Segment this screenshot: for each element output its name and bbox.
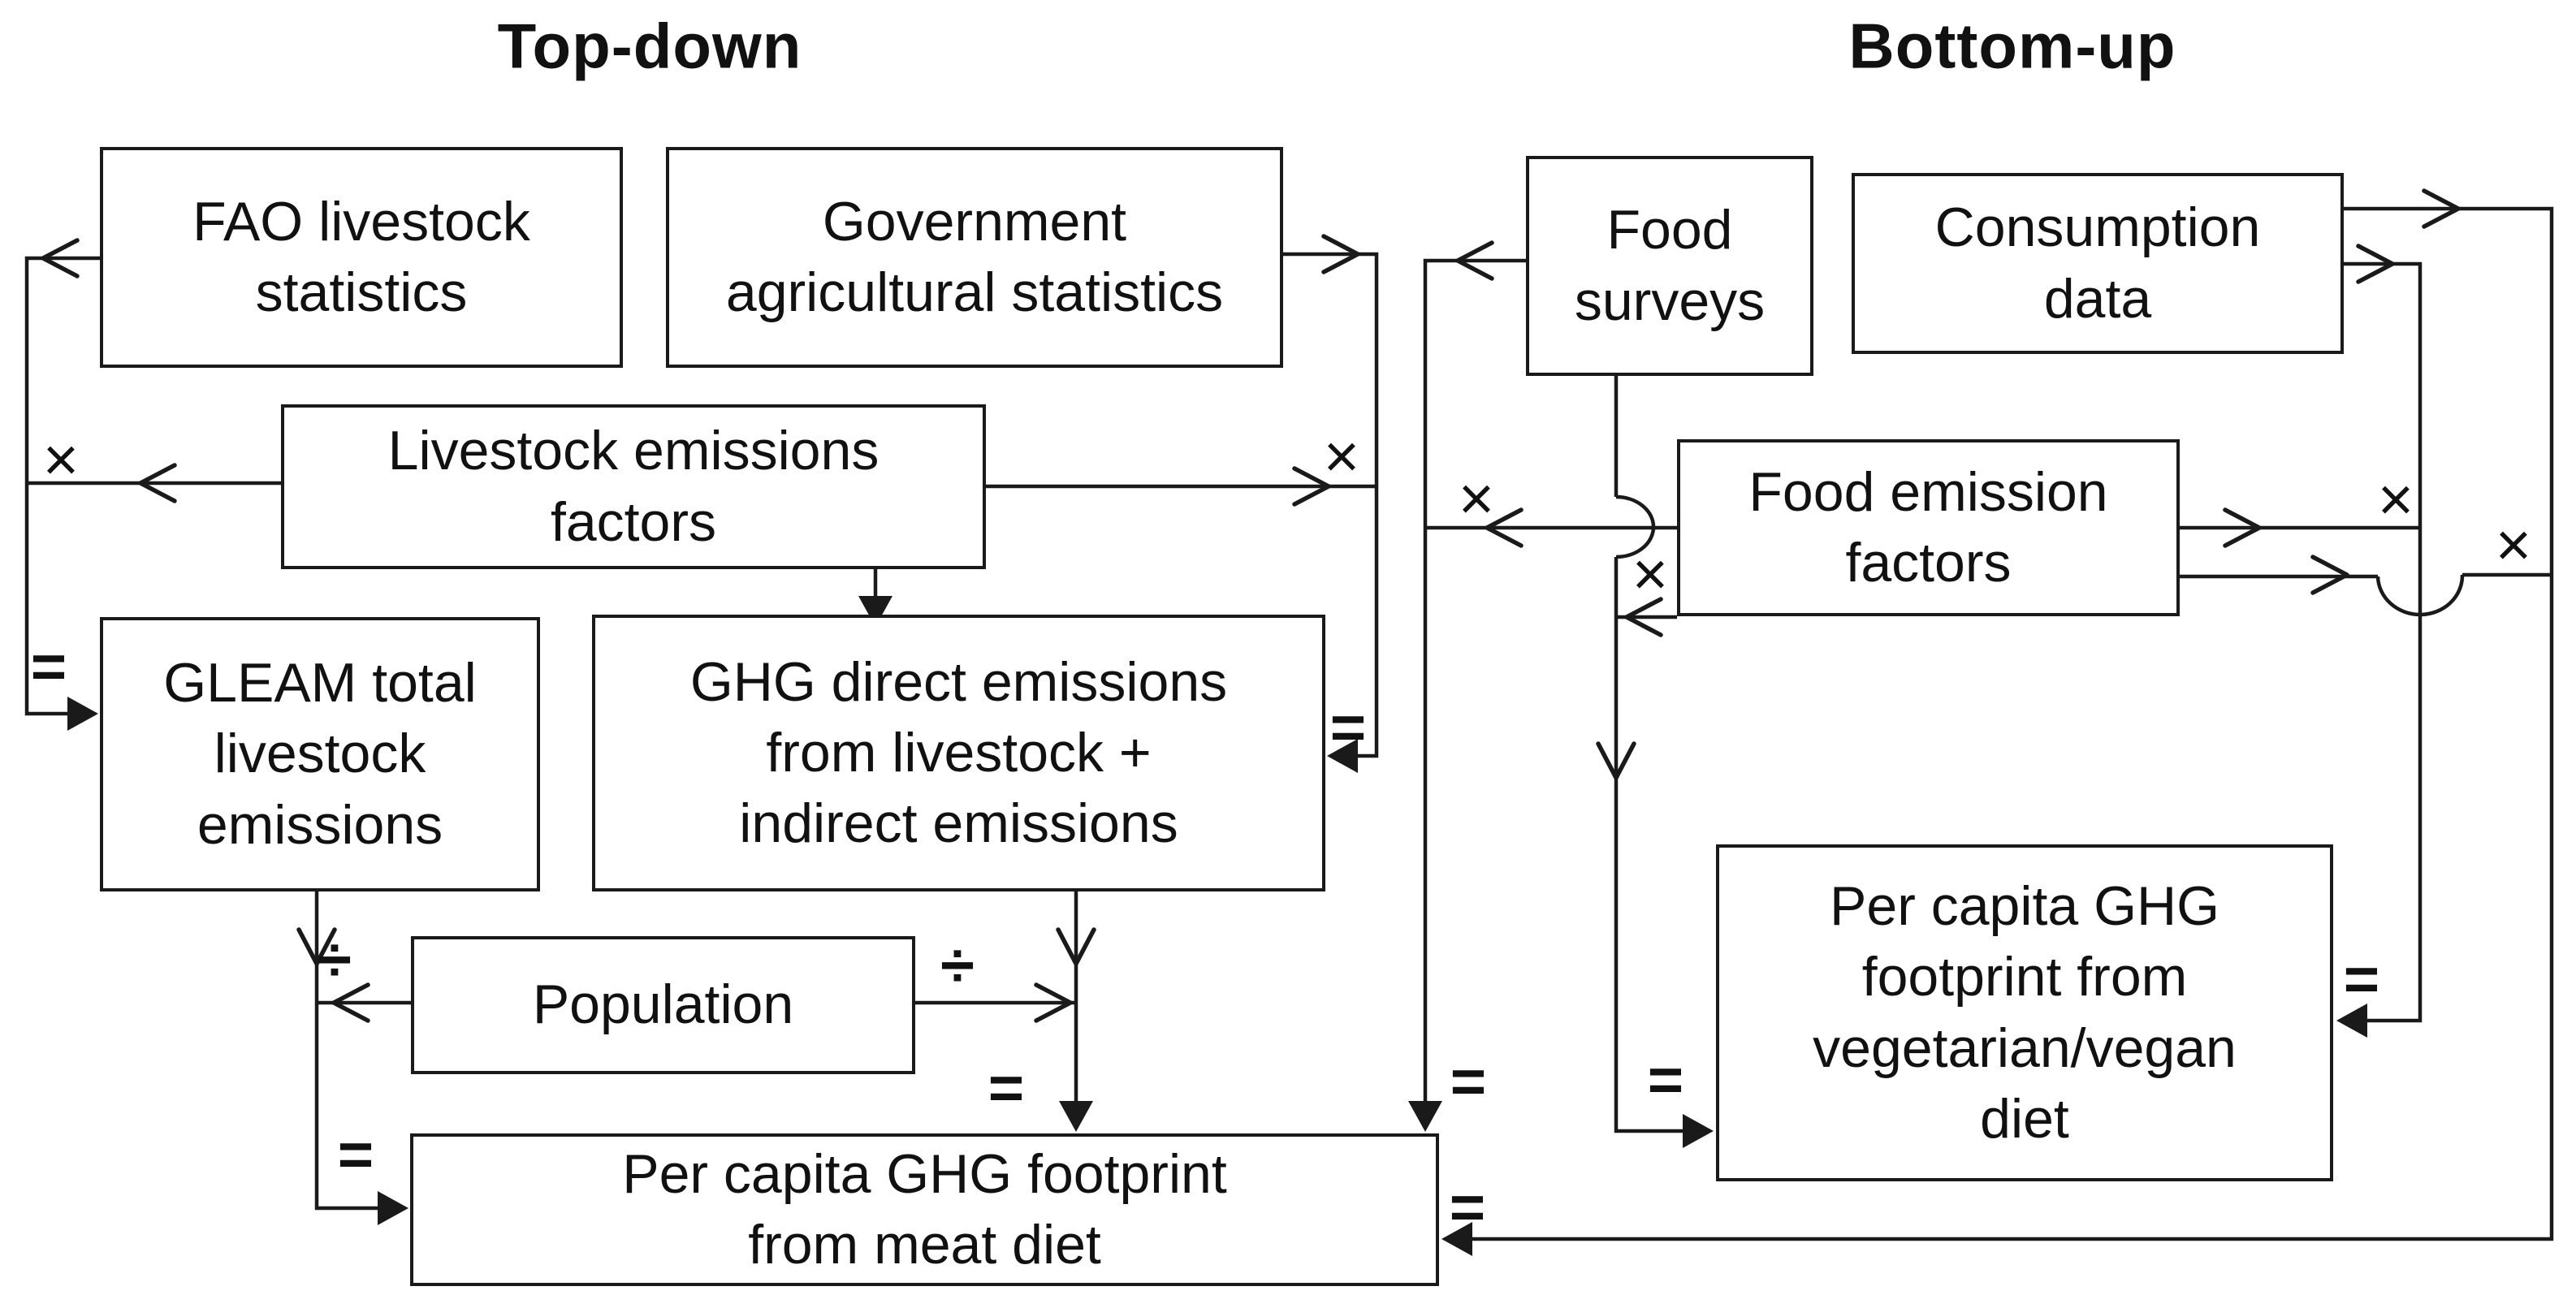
title-top-down: Top-down — [497, 10, 802, 82]
node-livestock-emissions-factors: Livestock emissions factors — [281, 404, 986, 569]
node-consumption-data: Consumption data — [1852, 173, 2344, 354]
line-hop-arc-right — [2375, 574, 2465, 617]
flow-government-times-factors-equals-ghg — [986, 234, 1379, 773]
flow-surveys-times-factors-equals-meat — [1408, 240, 1677, 1132]
multiply-operator-consumption-meat: × — [2495, 511, 2532, 580]
flow-fao-times-factors-equals-gleam — [24, 238, 281, 731]
multiply-operator-surveys-meat: × — [1458, 464, 1495, 533]
equals-operator-veg-right: = — [2343, 945, 2380, 1014]
multiply-operator-government: × — [1323, 422, 1360, 491]
flow-ghg-divide-population-equals-meat — [915, 891, 1096, 1132]
node-per-capita-vegetarian-vegan-diet: Per capita GHG footprint from vegetarian… — [1716, 844, 2333, 1181]
equals-operator-gleam: = — [30, 632, 67, 701]
equals-operator-meat-topright: = — [1450, 1047, 1487, 1116]
node-fao-livestock-statistics: FAO livestock statistics — [100, 147, 623, 368]
flow-consumption-times-factors-equals-meat — [1441, 188, 2554, 1256]
line-hop-arc-left — [1615, 494, 1656, 559]
flow-gleam-divide-population-equals-meat — [296, 891, 411, 1225]
equals-operator-ghg: = — [1329, 693, 1367, 762]
title-bottom-up: Bottom-up — [1848, 10, 2176, 82]
multiply-operator-consumption-veg: × — [2377, 465, 2414, 534]
node-ghg-direct-emissions: GHG direct emissions from livestock + in… — [592, 615, 1325, 891]
divide-operator-gleam: ÷ — [318, 926, 352, 995]
node-government-agricultural-statistics: Government agricultural statistics — [666, 147, 1283, 368]
equals-operator-veg-left: = — [1647, 1046, 1684, 1115]
node-food-emission-factors: Food emission factors — [1677, 439, 2180, 616]
node-per-capita-meat-diet: Per capita GHG footprint from meat diet — [410, 1133, 1439, 1286]
flow-surveys-times-factors-equals-veg — [1596, 376, 1714, 1148]
equals-operator-meat-left: = — [337, 1120, 374, 1189]
node-population: Population — [411, 936, 915, 1074]
equals-operator-meat-top: = — [988, 1054, 1025, 1123]
multiply-operator-fao: × — [42, 425, 80, 494]
divide-operator-ghg: ÷ — [940, 931, 975, 1000]
node-gleam-total-livestock-emissions: GLEAM total livestock emissions — [100, 617, 540, 891]
multiply-operator-surveys-veg: × — [1632, 540, 1669, 609]
equals-operator-meat-right: = — [1449, 1173, 1486, 1242]
flow-factors-into-ghg — [858, 569, 893, 627]
node-food-surveys: Food surveys — [1526, 156, 1813, 376]
flow-consumption-times-factors-equals-veg — [2180, 244, 2423, 1038]
